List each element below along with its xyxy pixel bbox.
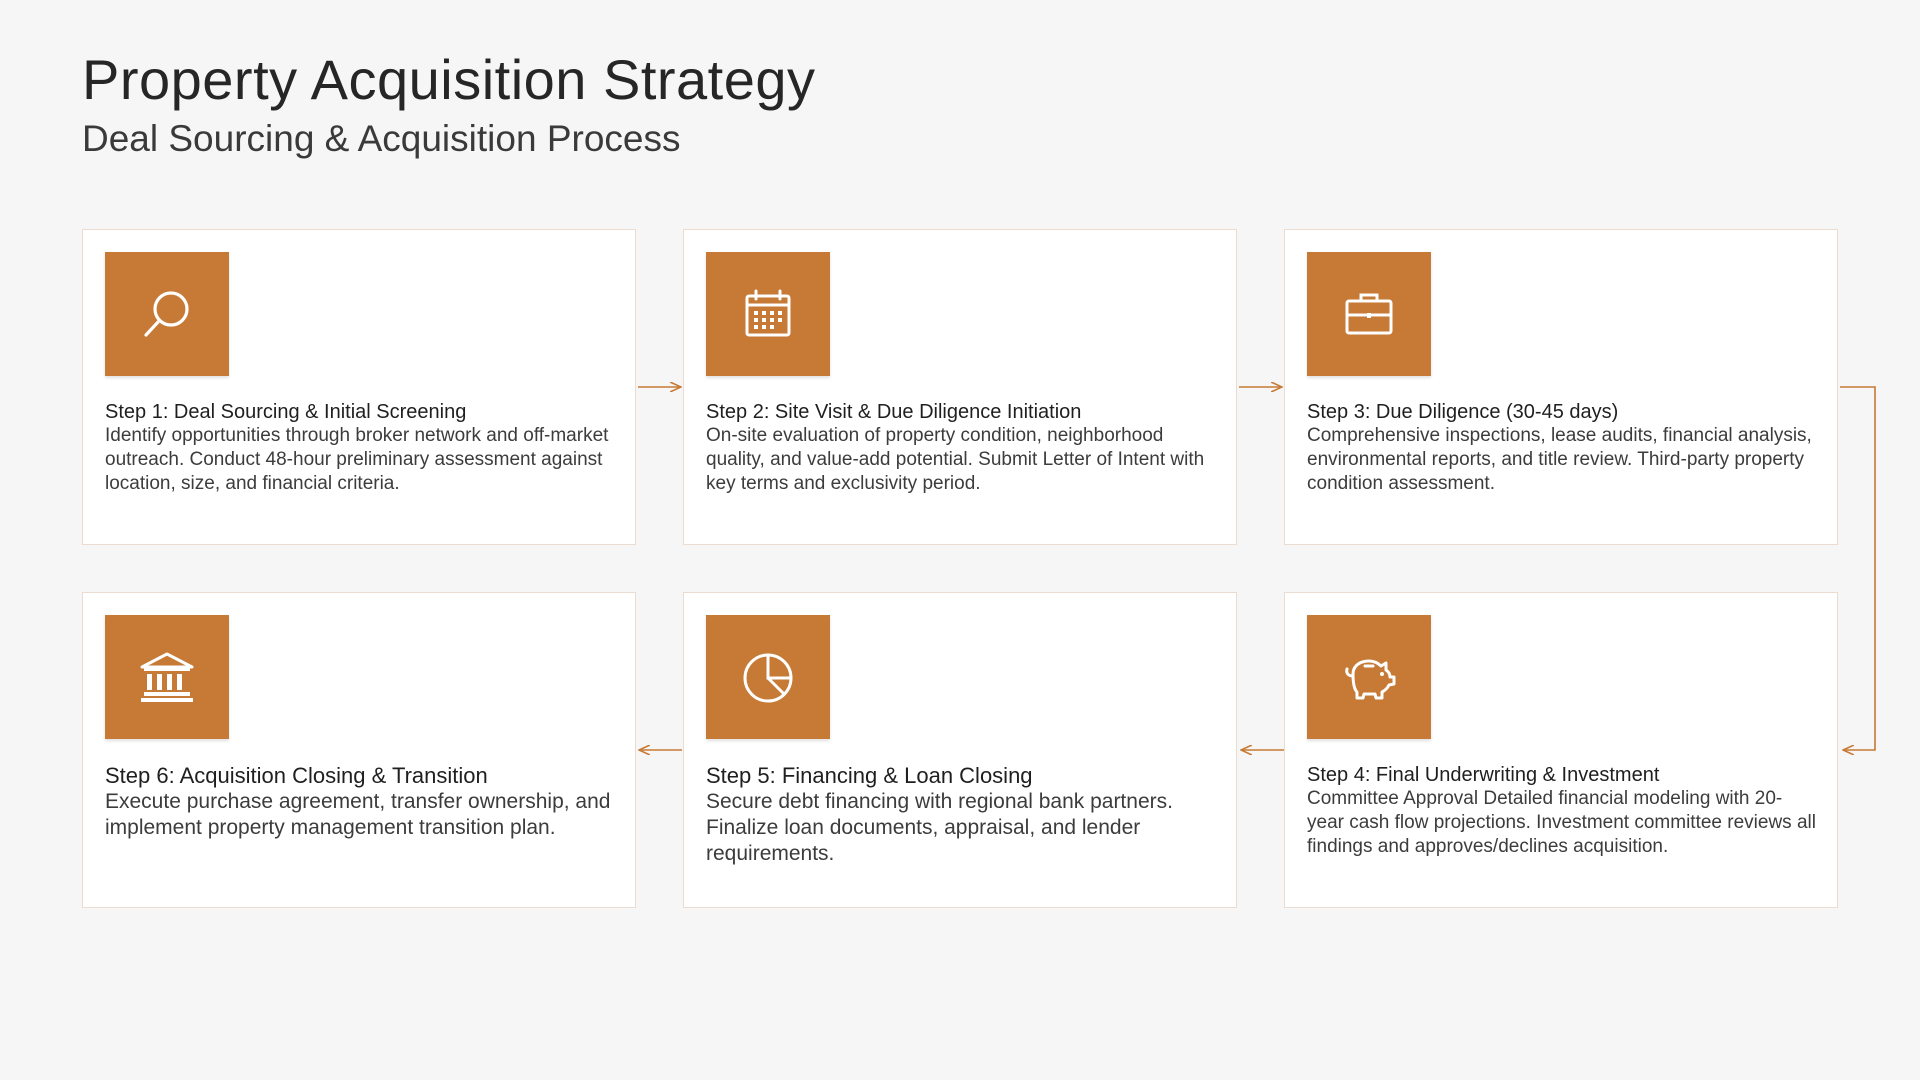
- page-title: Property Acquisition Strategy: [82, 48, 816, 111]
- step-6-title: Step 6: Acquisition Closing & Transition: [105, 763, 488, 788]
- step-4-icon-box: [1307, 615, 1431, 739]
- step-4-title: Step 4: Final Underwriting & Investment: [1307, 764, 1660, 786]
- step-card-3: Step 3: Due Diligence (30-45 days) Compr…: [1284, 229, 1838, 545]
- calendar-icon: [745, 289, 791, 337]
- step-5-description: Secure debt financing with regional bank…: [706, 790, 1173, 865]
- step-5-title: Step 5: Financing & Loan Closing: [706, 763, 1033, 788]
- step-2-title: Step 2: Site Visit & Due Diligence Initi…: [706, 401, 1082, 423]
- step-3-icon-box: [1307, 252, 1431, 376]
- arrow-step3-to-step4: [1840, 386, 1876, 750]
- step-3-description: Comprehensive inspections, lease audits,…: [1307, 425, 1812, 494]
- bank-icon: [140, 652, 194, 702]
- step-6-description: Execute purchase agreement, transfer own…: [105, 790, 611, 839]
- search-icon: [144, 291, 189, 337]
- step-1-description: Identify opportunities through broker ne…: [105, 425, 609, 494]
- step-4-description: Committee Approval Detailed financial mo…: [1307, 788, 1816, 857]
- step-1-icon-box: [105, 252, 229, 376]
- step-3-title: Step 3: Due Diligence (30-45 days): [1307, 401, 1619, 423]
- step-2-description: On-site evaluation of property condition…: [706, 425, 1205, 494]
- step-6-icon-box: [105, 615, 229, 739]
- page-subtitle: Deal Sourcing & Acquisition Process: [82, 118, 681, 159]
- step-5-icon-box: [706, 615, 830, 739]
- step-card-4: Step 4: Final Underwriting & Investment …: [1284, 592, 1838, 908]
- briefcase-icon: [1345, 293, 1393, 335]
- step-card-5: Step 5: Financing & Loan Closing Secure …: [683, 592, 1237, 908]
- step-2-icon-box: [706, 252, 830, 376]
- piggy-bank-icon: [1345, 659, 1396, 700]
- step-card-1: Step 1: Deal Sourcing & Initial Screenin…: [82, 229, 636, 545]
- step-1-title: Step 1: Deal Sourcing & Initial Screenin…: [105, 401, 467, 423]
- pie-chart-icon: [743, 653, 793, 703]
- step-card-2: Step 2: Site Visit & Due Diligence Initi…: [683, 229, 1237, 545]
- step-card-6: Step 6: Acquisition Closing & Transition…: [82, 592, 636, 908]
